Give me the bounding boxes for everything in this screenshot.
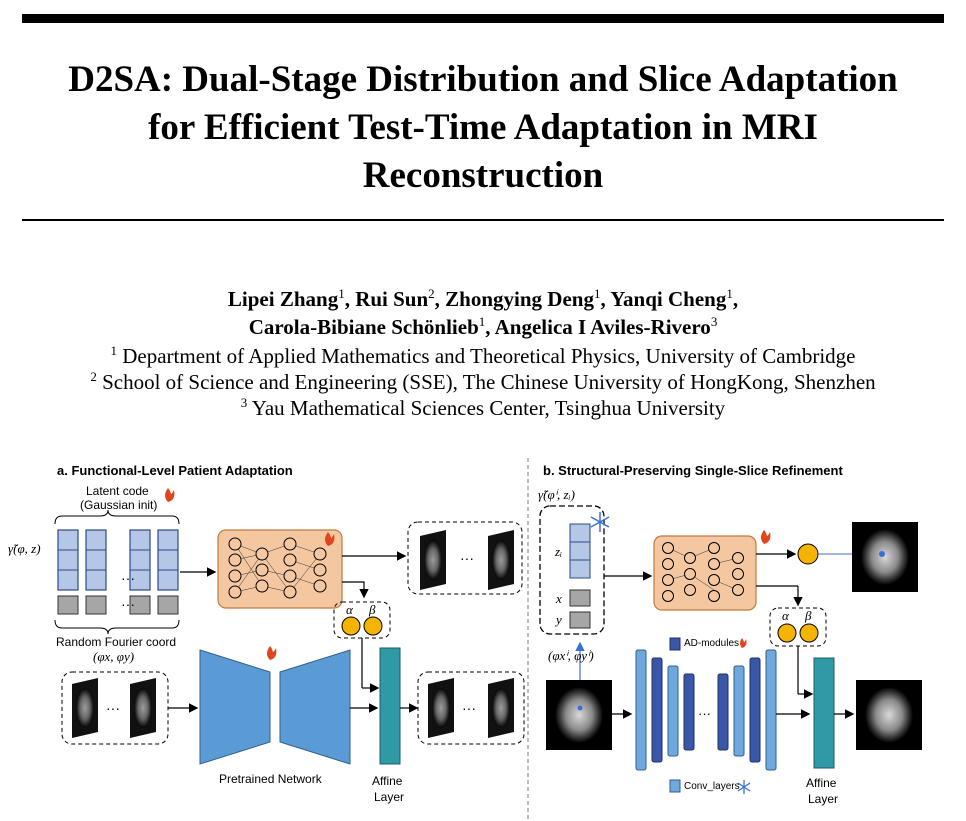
affiliation-text: Department of Applied Mathematics and Th… [122, 344, 856, 368]
conv-layers-legend: Conv_layers [684, 781, 740, 792]
title-line-2: for Efficient Test-Time Adaptation in MR… [148, 107, 818, 148]
author-affil-mark: 1 [593, 286, 601, 301]
author-affil-mark: 1 [726, 286, 733, 301]
affine-label-a2: Layer [374, 790, 405, 804]
affiliation-3: 3 Yau Mathematical Sciences Center, Tsin… [22, 395, 944, 421]
alpha-beta-box-a [333, 601, 391, 639]
author-list: Lipei Zhang1, Rui Sun2, Zhongying Deng1,… [22, 285, 944, 341]
author-name: Yanqi Cheng [610, 287, 727, 311]
author-sep: , [732, 287, 739, 311]
gamma-b-label: γ̃(φⁱ, zᵢ) [538, 487, 575, 502]
dots-out-top: ··· [460, 550, 474, 566]
dots-coord: ··· [121, 596, 135, 612]
affiliation-text: Yau Mathematical Sciences Center, Tsingh… [251, 396, 726, 420]
gamma-a-label: γ̃(φ, z) [8, 541, 41, 556]
panel-b-title: b. Structural-Preserving Single-Slice Re… [543, 463, 843, 478]
top-rule [22, 14, 944, 23]
fourier-coord-cells [57, 595, 179, 615]
affine-label-b2: Layer [808, 792, 839, 806]
slice-stack-top-out [420, 530, 514, 590]
beta-label-a: β [369, 602, 376, 617]
latent-box-b [539, 505, 605, 635]
latent-code-columns [57, 529, 179, 591]
gaussian-init-label: (Gaussian init) [80, 498, 158, 512]
author-name: Carola-Bibiane Schönlieb [248, 315, 479, 339]
slice-stack-bottom-out [428, 678, 514, 738]
snowflake-icon-latent [590, 512, 610, 532]
decoder-block [279, 649, 351, 765]
paper-title: D2SA: Dual-Stage Distribution and Slice … [22, 56, 944, 200]
slice-stack-input [72, 678, 156, 738]
figure-graphics [54, 458, 922, 821]
author-affil-mark: 1 [478, 314, 486, 329]
affiliation-1: 1 Department of Applied Mathematics and … [22, 343, 944, 369]
affine-layer-b [813, 657, 835, 769]
title-line-1: D2SA: Dual-Stage Distribution and Slice … [68, 59, 898, 100]
author-name: Zhongying Deng [445, 287, 594, 311]
pretrained-network-label: Pretrained Network [219, 772, 322, 786]
beta-label-b: β [805, 608, 812, 623]
phi-xy-label: (φx, φy) [93, 649, 135, 664]
author-sep: , [434, 287, 446, 311]
dots-input: ··· [106, 700, 120, 716]
output-slices-a [407, 521, 523, 595]
author-name: Lipei Zhang [227, 287, 339, 311]
alpha-label-a: α [346, 602, 353, 617]
alpha-beta-box-b [769, 607, 827, 647]
affiliation-number: 3 [240, 395, 248, 410]
author-sep: , [344, 287, 356, 311]
affine-label-b1: Affine [806, 776, 837, 790]
dots-unet: ··· [698, 706, 711, 721]
author-affil-mark: 3 [710, 314, 718, 329]
legend-conv-swatch [669, 779, 681, 793]
affiliation-text: School of Science and Engineering (SSE),… [102, 370, 876, 394]
flame-icons-a [165, 488, 335, 660]
ad-modules-legend: AD-modules [684, 638, 740, 649]
author-line-2: Carola-Bibiane Schönlieb1, Angelica I Av… [22, 313, 944, 341]
flame-icons-b [740, 530, 771, 648]
legend-ad-swatch [669, 637, 681, 651]
phi-xy-i-label: (φxⁱ, φyⁱ) [548, 648, 594, 663]
affiliation-number: 1 [110, 343, 117, 358]
mlp-network-a [217, 529, 343, 609]
unet-layers [635, 649, 777, 771]
dots-out-bottom: ··· [462, 700, 476, 716]
zi-label: zᵢ [555, 544, 563, 559]
latent-code-label: Latent code [86, 484, 149, 498]
output-slices-a2 [417, 671, 525, 745]
fourier-brace [54, 619, 180, 635]
affiliation-list: 1 Department of Applied Mathematics and … [22, 343, 944, 421]
dots-latent: ··· [121, 570, 135, 586]
method-figure: a. Functional-Level Patient Adaptation b… [0, 450, 966, 821]
author-affil-mark: 2 [428, 286, 435, 301]
author-sep: , [485, 315, 495, 339]
affine-label-a1: Affine [372, 774, 403, 788]
y-label: y [556, 612, 562, 627]
affiliation-2: 2 School of Science and Engineering (SSE… [22, 369, 944, 395]
mlp-network-b [653, 535, 757, 611]
title-rule [22, 219, 944, 221]
affiliation-number: 2 [90, 369, 97, 384]
author-name: Rui Sun [355, 287, 429, 311]
alpha-label-b: α [782, 608, 789, 623]
author-line-1: Lipei Zhang1, Rui Sun2, Zhongying Deng1,… [22, 285, 944, 313]
affine-layer-a [379, 647, 401, 765]
predicted-point [797, 543, 819, 565]
snowflake-icon-conv [737, 780, 751, 794]
author-sep: , [600, 287, 611, 311]
x-label: x [556, 591, 562, 606]
encoder-block [199, 649, 271, 765]
latent-brace [54, 509, 180, 525]
random-fourier-label: Random Fourier coord [56, 635, 177, 649]
author-name: Angelica I Aviles-Rivero [494, 315, 711, 339]
title-line-3: Reconstruction [362, 155, 604, 196]
panel-a-title: a. Functional-Level Patient Adaptation [57, 463, 293, 478]
author-affil-mark: 1 [338, 286, 345, 301]
